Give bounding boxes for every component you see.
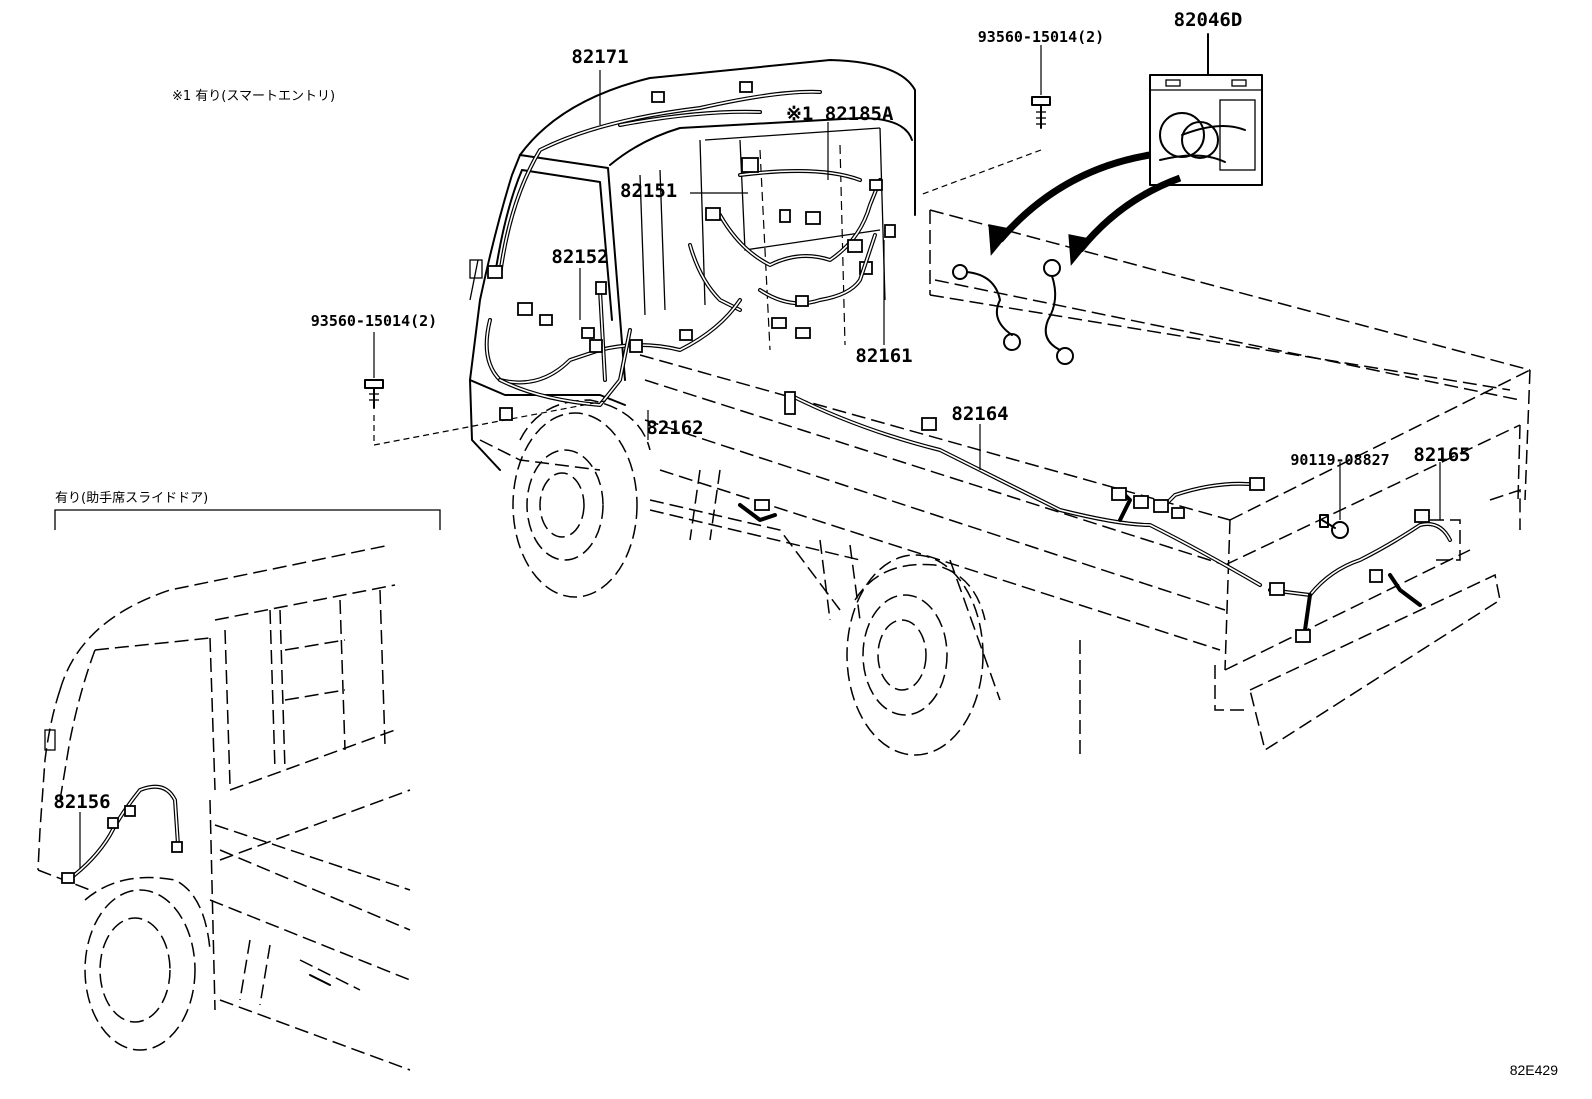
- main-truck-illustration: [469, 59, 1531, 760]
- label-82165: 82165: [1413, 444, 1470, 466]
- kit-box-82046D: [1149, 33, 1263, 186]
- label-82171: 82171: [571, 46, 628, 68]
- arrows: [988, 151, 1182, 266]
- note-smart-entry: ※1 有り(スマートエントリ): [172, 89, 335, 104]
- label-82151: 82151: [620, 180, 677, 202]
- leader-lines: [79, 45, 1441, 870]
- note-slide-door: 有り(助手席スライドドア): [55, 490, 208, 506]
- ground-wires-82046D: [952, 259, 1074, 365]
- label-93560-top: 93560-15014(2): [978, 28, 1104, 46]
- label-82164: 82164: [951, 403, 1008, 425]
- label-82162: 82162: [646, 417, 703, 439]
- bolt-93560-left: [364, 379, 384, 409]
- diagram-ref-code: 82E429: [1510, 1062, 1558, 1078]
- label-82046D: 82046D: [1174, 9, 1243, 31]
- inset-slide-door: [37, 509, 441, 1071]
- bolt-90119: [1319, 514, 1349, 539]
- label-82161: 82161: [855, 345, 912, 367]
- wire-harnesses-main: [484, 81, 1452, 643]
- bolt-93560-top: [1031, 96, 1051, 129]
- label-90119: 90119-08827: [1290, 451, 1389, 469]
- label-82152: 82152: [551, 246, 608, 268]
- label-82156: 82156: [53, 791, 110, 813]
- label-82185A: ※1 82185A: [786, 103, 894, 125]
- label-93560-left: 93560-15014(2): [311, 312, 437, 330]
